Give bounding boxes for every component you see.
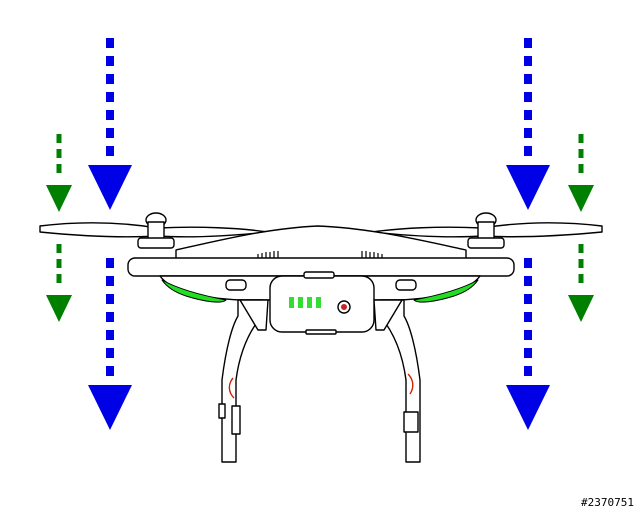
shell-top — [175, 225, 467, 263]
battery-led-3 — [307, 297, 312, 308]
arrow-dash — [524, 146, 532, 156]
arrow-dash — [106, 146, 114, 156]
arrow-dash — [578, 274, 584, 283]
blue-arrow-lower-left — [88, 258, 132, 430]
right-arm-light — [413, 279, 479, 303]
arrow-dash — [106, 276, 114, 286]
arrow-dash — [524, 110, 532, 120]
arrow-dash — [578, 149, 584, 158]
arrow-dash — [524, 312, 532, 322]
arrow-dash — [106, 294, 114, 304]
arrow-dash — [578, 164, 584, 173]
arrow-dash — [56, 149, 62, 158]
right-landing-leg — [373, 299, 421, 463]
arrow-dash — [578, 244, 584, 253]
arrow-dash — [106, 74, 114, 84]
arrow-dash — [56, 244, 62, 253]
battery-led-2 — [298, 297, 303, 308]
blue-arrow-upper-right — [506, 38, 550, 210]
green-arrow-upper-right — [568, 134, 594, 212]
arrow-dash — [106, 110, 114, 120]
arrow-dash — [524, 276, 532, 286]
arrow-dash — [106, 92, 114, 102]
arrow-dash — [524, 366, 532, 376]
arrow-dash — [56, 134, 62, 143]
arrow-dash — [106, 56, 114, 66]
arrow-dash — [106, 312, 114, 322]
arrow-dash — [106, 348, 114, 358]
arrow-dash — [106, 366, 114, 376]
arrow-dash — [524, 294, 532, 304]
blue-arrow-lower-right — [506, 258, 550, 430]
arrow-dash — [524, 128, 532, 138]
arrow-dash — [578, 259, 584, 268]
arrow-dash — [56, 164, 62, 173]
arrow-dash — [524, 330, 532, 340]
arrow-dash — [106, 128, 114, 138]
quadcopter-drone-icon — [39, 212, 603, 463]
arrow-dash — [106, 38, 114, 48]
arrow-dash — [106, 258, 114, 268]
arrow-dash — [578, 134, 584, 143]
green-arrow-lower-left — [46, 244, 72, 322]
arrow-dash — [524, 258, 532, 268]
right-propeller — [371, 212, 603, 249]
green-arrow-upper-left — [46, 134, 72, 212]
left-arm-light — [161, 279, 227, 303]
arrow-dash — [524, 92, 532, 102]
blue-arrow-upper-left — [88, 38, 132, 210]
battery-led-1 — [289, 297, 294, 308]
arrow-dash — [524, 74, 532, 84]
arrow-dash — [524, 38, 532, 48]
battery — [269, 271, 375, 335]
left-propeller — [39, 212, 269, 249]
arrow-dash — [524, 56, 532, 66]
arrow-dash — [106, 330, 114, 340]
left-landing-leg — [218, 299, 269, 463]
green-arrow-lower-right — [568, 244, 594, 322]
arrow-dash — [56, 259, 62, 268]
watermark-id: #2370751 — [581, 496, 634, 509]
battery-led-4 — [316, 297, 321, 308]
arrow-dash — [524, 348, 532, 358]
arrow-dash — [56, 274, 62, 283]
